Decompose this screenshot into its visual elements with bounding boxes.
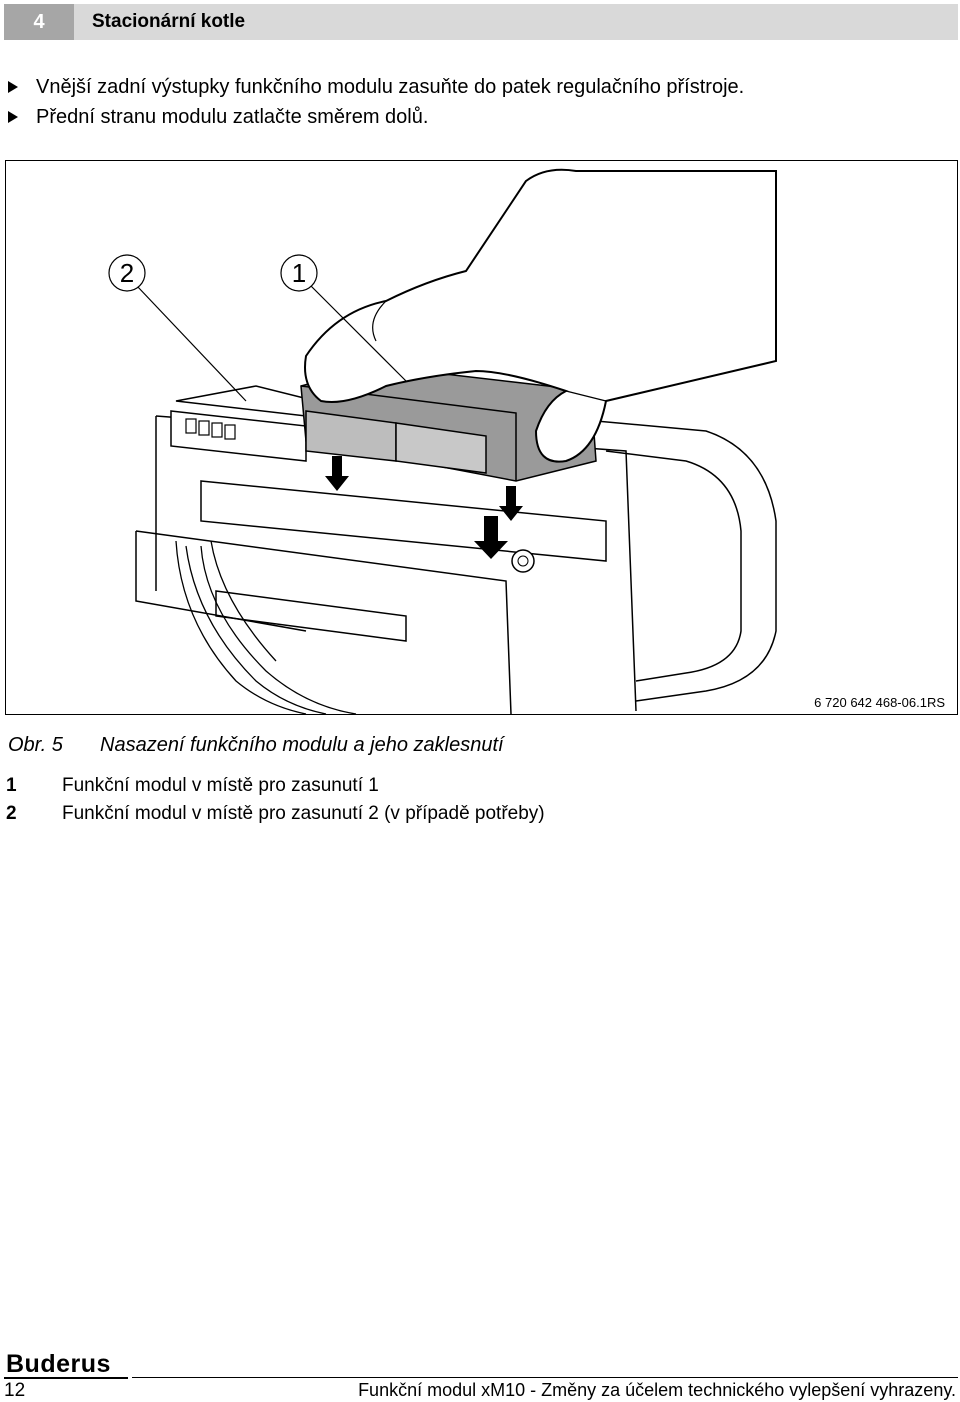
footer-divider	[4, 1377, 128, 1379]
instruction-step: Vnější zadní výstupky funkčního modulu z…	[8, 72, 744, 102]
callout-label: 2	[120, 258, 134, 288]
page-number: 12	[4, 1380, 26, 1401]
legend-number: 1	[6, 775, 17, 796]
caption-label: Obr. 5	[8, 734, 63, 756]
bullet-triangle-icon	[8, 111, 18, 123]
chapter-title: Stacionární kotle	[92, 11, 246, 32]
instruction-step: Přední stranu modulu zatlačte směrem dol…	[8, 102, 744, 132]
chapter-number: 4	[4, 4, 74, 40]
callout-label: 1	[292, 258, 306, 288]
figure-code: 6 720 642 468-06.1RS	[814, 695, 945, 710]
figure-legend: 1 Funkční modul v místě pro zasunutí 1 2 F…	[6, 772, 545, 828]
legend-item: 2 Funkční modul v místě pro zasunutí 2 (v…	[6, 800, 545, 828]
module-installation-drawing: 2 1	[108, 168, 777, 714]
footer-text: Funkční modul xM10 - Změny za účelem tec…	[358, 1380, 956, 1400]
step-text: Přední stranu modulu zatlačte směrem dol…	[36, 106, 429, 128]
legend-text: Funkční modul v místě pro zasunutí 1	[62, 775, 379, 796]
caption-text: Nasazení funkčního modulu a jeho zaklesn…	[100, 734, 504, 756]
legend-number: 2	[6, 803, 17, 824]
figure-caption: Obr. 5 Nasazení funkčního modulu a jeho z…	[8, 734, 504, 757]
callout-1-circle	[280, 254, 318, 292]
callout-2-circle	[108, 254, 146, 292]
legend-item: 1 Funkční modul v místě pro zasunutí 1	[6, 772, 545, 800]
figure-illustration: 2 1 6 720 642 468-06.1RS	[5, 160, 958, 715]
bullet-triangle-icon	[8, 81, 18, 93]
brand-logo: Buderus	[6, 1350, 111, 1378]
chapter-header: 4 Stacionární kotle	[4, 4, 958, 40]
instruction-steps: Vnější zadní výstupky funkčního modulu z…	[8, 72, 744, 132]
footer-divider	[132, 1377, 958, 1378]
legend-text: Funkční modul v místě pro zasunutí 2 (v …	[62, 803, 545, 824]
step-text: Vnější zadní výstupky funkčního modulu z…	[36, 76, 745, 98]
